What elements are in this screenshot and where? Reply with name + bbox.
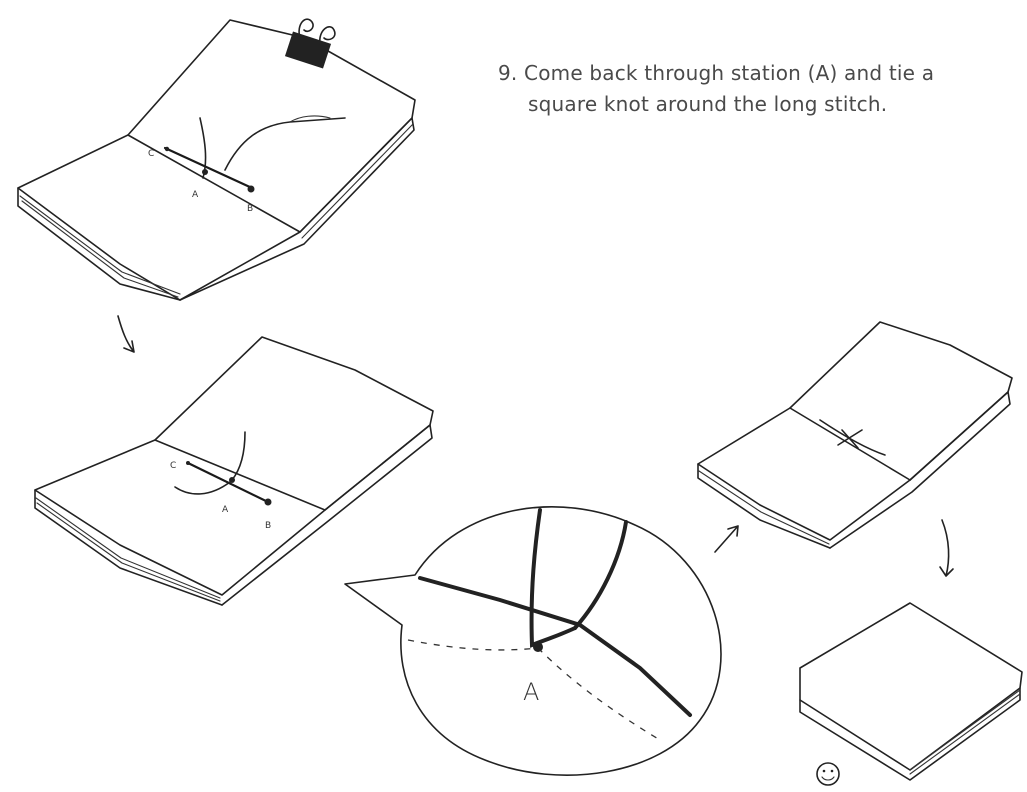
zoom-station-a-label: A	[523, 678, 539, 706]
station-c-label: C	[170, 461, 176, 471]
station-b-label: B	[247, 204, 253, 214]
smiley-icon	[817, 763, 839, 785]
booklet-open-stitched: C A B	[35, 337, 433, 605]
station-a-label: A	[222, 505, 229, 515]
arrow-up-right-icon	[715, 526, 738, 552]
booklet-open-clipped: C A B	[18, 19, 415, 300]
arrow-down-icon	[940, 520, 953, 576]
booklet-open-knotted	[698, 322, 1012, 548]
station-a-label: A	[192, 190, 199, 200]
station-b-label: B	[265, 521, 271, 531]
station-c-label: C	[148, 149, 154, 159]
booklet-closed	[800, 603, 1022, 780]
arrow-down-icon	[118, 316, 134, 352]
knot-detail-zoom: A	[345, 507, 721, 775]
